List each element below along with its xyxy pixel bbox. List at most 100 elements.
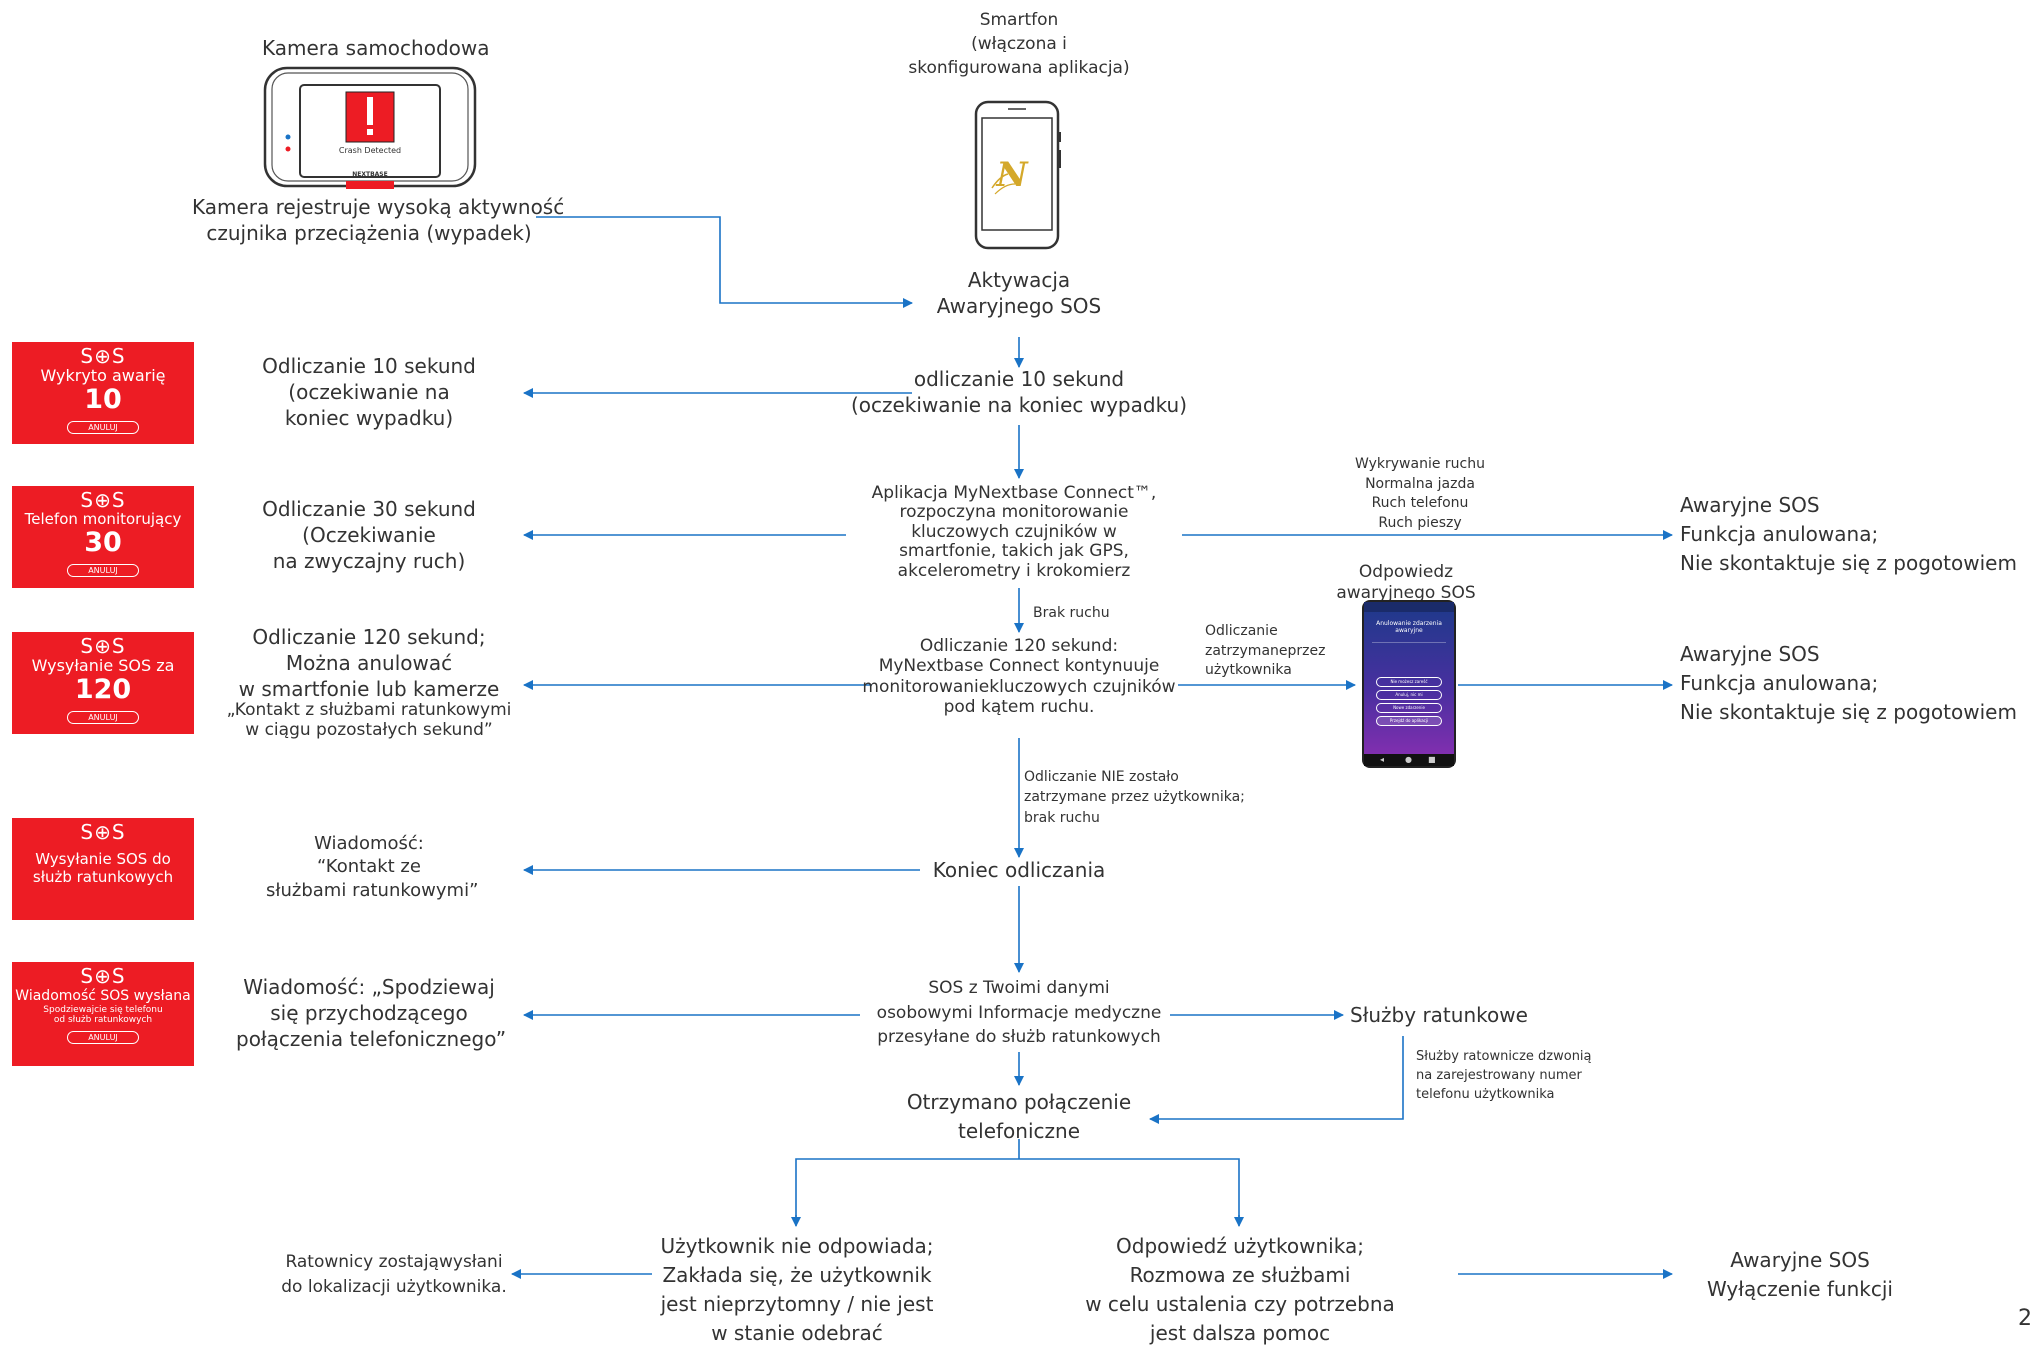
user-response-title: Odpowiedz awaryjnego SOS bbox=[1326, 562, 1486, 605]
sos-countdown-number: 10 bbox=[84, 384, 122, 416]
monitoring-line: smartfonie, takich jak GPS, bbox=[899, 541, 1129, 562]
user-stopped-line: Odliczanie bbox=[1205, 623, 1278, 639]
left-message-4: Wiadomość: “Kontakt ze służbami ratunkow… bbox=[266, 832, 478, 902]
camera-screen-text: Crash Detected bbox=[338, 146, 402, 155]
left-message-line: “Kontakt ze bbox=[317, 856, 421, 878]
mini-phone-header: Anulowanie zdarzenia awaryjne bbox=[1376, 620, 1442, 635]
countdown120-line: pod kątem ruchu. bbox=[943, 697, 1095, 718]
countdown10-step: odliczanie 10 sekund (oczekiwanie na kon… bbox=[840, 366, 1198, 418]
not-stopped-line: zatrzymane przez użytkownika; bbox=[1024, 789, 1245, 806]
feature-off-step: Awaryjne SOS Wyłączenie funkcji bbox=[1680, 1246, 1920, 1304]
sos-countdown-number: 30 bbox=[84, 527, 122, 558]
left-message-line: w ciągu pozostałych sekund” bbox=[245, 720, 493, 741]
left-message-3b: „Kontakt z służbami ratunkowymi w ciągu … bbox=[226, 700, 512, 741]
mini-phone-button[interactable]: Przejdź do aplikacji bbox=[1376, 716, 1442, 727]
recents-icon: ■ bbox=[1428, 755, 1436, 764]
smartphone-title-line: skonfigurowana aplikacja) bbox=[908, 58, 1130, 79]
camera-event-text: Kamera rejestruje wysoką aktywność czujn… bbox=[192, 194, 565, 246]
camera-event-line: czujnika przeciążenia (wypadek) bbox=[206, 221, 532, 245]
left-message-line: się przychodzącego bbox=[270, 1001, 468, 1025]
cancelled-line: Funkcja anulowana; bbox=[1680, 522, 1879, 546]
motion-detect-line: Ruch pieszy bbox=[1378, 514, 1462, 531]
countdown10-line: odliczanie 10 sekund bbox=[913, 367, 1125, 391]
send-step: SOS z Twoimi danymi osobowymi Informacje… bbox=[860, 976, 1178, 1050]
left-message-line: Odliczanie 10 sekund bbox=[262, 354, 476, 378]
dispatched-step: Ratownicy zostająwysłani do lokalizacji … bbox=[280, 1250, 508, 1299]
home-icon: ● bbox=[1405, 755, 1412, 764]
motion-detect-line: Ruch telefonu bbox=[1371, 495, 1469, 512]
sos-screen-title: Wykryto awarię bbox=[40, 366, 166, 385]
mini-phone-button[interactable]: Anuluj, nic mi bbox=[1376, 690, 1442, 701]
smartphone-title: Smartfon (włączona i skonfigurowana apli… bbox=[900, 8, 1138, 80]
left-message-line: Odliczanie 120 sekund; bbox=[252, 625, 486, 649]
smartphone-icon: N bbox=[974, 100, 1061, 250]
no-answer-line: Zakłada się, że użytkownik bbox=[662, 1263, 932, 1287]
sos-screen-phone-monitoring: S⊕S Telefon monitorujący 30 ANULUJ bbox=[12, 486, 194, 588]
left-message-1: Odliczanie 10 sekund (oczekiwanie na kon… bbox=[246, 353, 492, 431]
sos-countdown-number: 120 bbox=[74, 674, 132, 706]
sos-screen-message-sent: S⊕S Wiadomość SOS wysłana Spodziewajcie … bbox=[12, 962, 194, 1066]
no-answer-line: w stanie odebrać bbox=[711, 1321, 883, 1345]
callback-line: telefonu użytkownika bbox=[1416, 1086, 1555, 1102]
left-message-line: (Oczekiwanie bbox=[302, 523, 436, 547]
left-message-line: koniec wypadku) bbox=[284, 406, 454, 430]
branch-call bbox=[795, 1158, 1240, 1225]
sos-screen-sending-to-services: S⊕S Wysyłanie SOS do służb ratunkowych bbox=[12, 818, 194, 920]
sos-logo: S⊕S bbox=[80, 488, 126, 512]
arrow-services-to-call bbox=[1149, 1036, 1404, 1124]
send-line: przesyłane do służb ratunkowych bbox=[877, 1027, 1161, 1048]
left-message-line: Wiadomość: bbox=[314, 833, 424, 854]
activation-line: Awaryjnego SOS bbox=[936, 294, 1102, 318]
monitoring-line: Aplikacja MyNextbase Connect™, bbox=[871, 483, 1157, 503]
cancelled-line: Awaryjne SOS bbox=[1680, 642, 1820, 666]
left-message-line: na zwyczajny ruch) bbox=[272, 549, 466, 573]
mini-phone-button[interactable]: Nie możesz zareść bbox=[1376, 677, 1442, 688]
left-message-line: „Kontakt z służbami ratunkowymi bbox=[226, 700, 512, 720]
countdown120-line: monitorowaniekluczowych czujników bbox=[862, 676, 1176, 697]
no-answer-line: Użytkownik nie odpowiada; bbox=[660, 1234, 934, 1258]
sos-screen-subtitle: od służb ratunkowych bbox=[53, 1015, 153, 1026]
cancelled-line: Awaryjne SOS bbox=[1680, 493, 1820, 517]
callback-line: Służby ratownicze dzwonią bbox=[1416, 1049, 1592, 1064]
sos-screen-title: Telefon monitorujący bbox=[24, 510, 182, 528]
countdown120-step: Odliczanie 120 sekund: MyNextbase Connec… bbox=[860, 636, 1178, 718]
dashcam-icon bbox=[263, 66, 477, 189]
cancelled-outcome-2: Awaryjne SOS Funkcja anulowana; Nie skon… bbox=[1680, 640, 2017, 727]
left-message-3: Odliczanie 120 sekund; Można anulować w … bbox=[236, 624, 502, 702]
answer-step: Odpowiedź użytkownika; Rozmowa ze służba… bbox=[1080, 1232, 1400, 1348]
emergency-services: Służby ratunkowe bbox=[1350, 1003, 1528, 1027]
page-number: 2 bbox=[2018, 1306, 2032, 1331]
not-stopped-label: Odliczanie NIE zostało zatrzymane przez … bbox=[1024, 767, 1245, 828]
not-stopped-line: Odliczanie NIE zostało bbox=[1024, 769, 1179, 785]
cancel-button[interactable]: ANULUJ bbox=[67, 563, 139, 577]
sos-screen-title: Wysyłanie SOS za bbox=[31, 656, 175, 675]
answer-line: Odpowiedź użytkownika; bbox=[1116, 1234, 1364, 1258]
left-message-line: Można anulować bbox=[285, 651, 453, 675]
cancel-button[interactable]: ANULUJ bbox=[67, 420, 139, 434]
no-answer-step: Użytkownik nie odpowiada; Zakłada się, ż… bbox=[652, 1232, 942, 1348]
left-message-line: Odliczanie 30 sekund bbox=[262, 497, 476, 521]
mini-phone-button[interactable]: Nowe zdarzenie bbox=[1376, 703, 1442, 714]
monitoring-line: kluczowych czujników w bbox=[911, 521, 1117, 542]
cancel-button[interactable]: ANULUJ bbox=[67, 710, 139, 724]
camera-brand: NEXTBASE bbox=[352, 171, 388, 178]
cancel-button[interactable]: ANULUJ bbox=[67, 1031, 139, 1045]
smartphone-title-line: (włączona i bbox=[971, 34, 1067, 55]
motion-detect-line: Wykrywanie ruchu bbox=[1355, 456, 1485, 472]
user-stopped-label: Odliczanie zatrzymaneprzez użytkownika bbox=[1205, 622, 1325, 681]
dispatched-line: Ratownicy zostająwysłani bbox=[285, 1252, 503, 1272]
camera-event-line: Kamera rejestruje wysoką aktywność bbox=[192, 195, 565, 219]
sos-screen-title: Wiadomość SOS wysłana bbox=[15, 988, 191, 1004]
sos-screen-sending-in: S⊕S Wysyłanie SOS za 120 ANULUJ bbox=[12, 632, 194, 734]
sos-screen-title: służb ratunkowych bbox=[32, 868, 174, 886]
not-stopped-line: brak ruchu bbox=[1024, 809, 1100, 826]
callback-label: Służby ratownicze dzwonią na zarejestrow… bbox=[1416, 1048, 1592, 1105]
cancelled-line: Nie skontaktuje się z pogotowiem bbox=[1680, 700, 2017, 724]
activation-line: Aktywacja bbox=[967, 268, 1071, 292]
call-line: Otrzymano połączenie bbox=[906, 1090, 1132, 1114]
sos-logo: S⊕S bbox=[80, 820, 126, 844]
feature-off-line: Awaryjne SOS bbox=[1730, 1248, 1870, 1272]
no-answer-line: jest nieprzytomny / nie jest bbox=[660, 1292, 934, 1316]
countdown120-line: MyNextbase Connect kontynuuje bbox=[878, 656, 1160, 677]
